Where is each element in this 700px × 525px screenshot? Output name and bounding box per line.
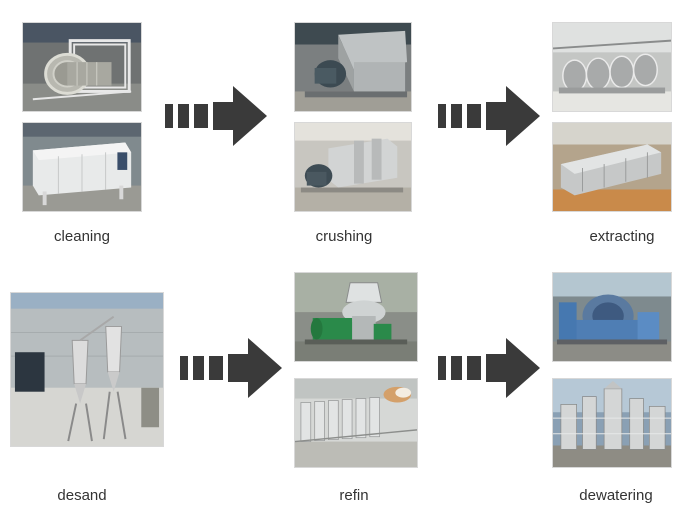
- flow-arrow-4: [438, 338, 542, 403]
- cleaning-label: cleaning: [54, 228, 110, 245]
- desand-label: desand: [57, 487, 107, 504]
- cleaning-photo-top: [22, 22, 142, 112]
- flow-arrow-3: [180, 338, 284, 403]
- desand-photo: [10, 292, 164, 447]
- dewatering-label: dewatering: [579, 487, 653, 504]
- crushing-photo-bottom: [294, 122, 412, 212]
- refin-photo-bottom: [294, 378, 418, 468]
- crushing-photo-top: [294, 22, 412, 112]
- flow-arrow-1: [165, 86, 269, 151]
- dewatering-photo-bottom: [552, 378, 672, 468]
- refin-photo-top: [294, 272, 418, 362]
- extracting-label: extracting: [589, 228, 655, 245]
- dewatering-photo-top: [552, 272, 672, 362]
- crushing-label: crushing: [315, 228, 373, 245]
- flow-arrow-2: [438, 86, 542, 151]
- extracting-photo-bottom: [552, 122, 672, 212]
- refin-label: refin: [339, 487, 369, 504]
- extracting-photo-top: [552, 22, 672, 112]
- cleaning-photo-bottom: [22, 122, 142, 212]
